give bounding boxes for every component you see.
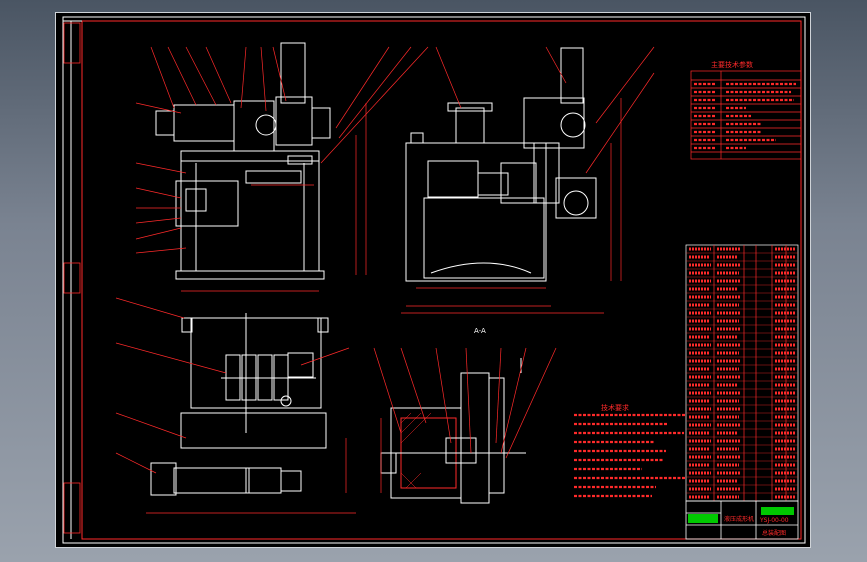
drawing-number: YSJ-00-00	[759, 517, 789, 524]
parts-list-rows	[686, 252, 798, 494]
tech-notes-lines	[574, 413, 686, 498]
tech-notes-title: 技术要求	[601, 403, 629, 412]
cad-drawing: A-A 主要技术参数 技术要求	[62, 16, 806, 544]
title-school: 总装配图	[762, 529, 786, 537]
drawing-sheet: A-A 主要技术参数 技术要求	[55, 12, 811, 548]
top-view	[150, 313, 329, 496]
section-view	[380, 358, 526, 504]
parts-list-text	[689, 247, 795, 499]
front-view	[155, 42, 331, 280]
params-table	[690, 70, 802, 160]
section-dims	[373, 347, 557, 493]
params-table-text	[694, 82, 796, 150]
title-block	[685, 500, 799, 540]
side-view-dims	[401, 46, 655, 314]
params-table-title: 主要技术参数	[711, 60, 753, 69]
side-view	[405, 47, 597, 282]
front-view-dims	[135, 46, 429, 292]
section-mark: A-A	[474, 327, 486, 335]
top-view-dims	[115, 297, 356, 514]
drawing-name: 液压成形机	[724, 515, 754, 523]
section-hatch	[400, 412, 432, 489]
sheet-border	[62, 16, 806, 544]
margin-strip	[63, 22, 81, 534]
